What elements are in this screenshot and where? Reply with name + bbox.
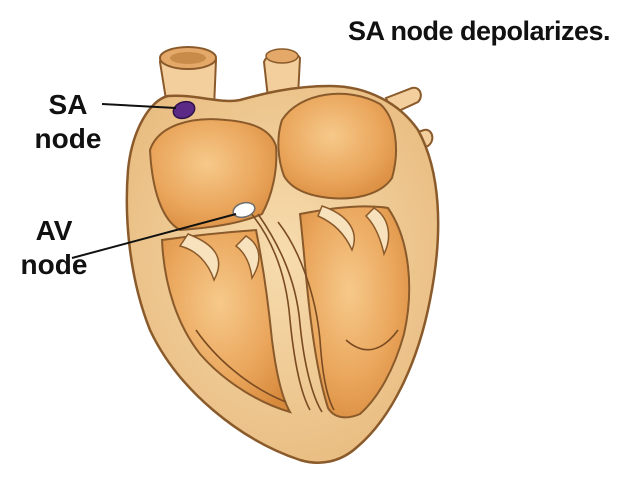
diagram-title: SA node depolarizes. xyxy=(348,16,611,46)
right-atrium-chamber xyxy=(148,118,278,232)
av-node-leader-line xyxy=(71,213,237,259)
sa-node-label-line1: SA xyxy=(48,89,88,120)
conduction-pathway xyxy=(195,211,399,413)
sa-node xyxy=(172,100,196,120)
av-node-label-line1: AV xyxy=(35,215,73,246)
av-node-label-line2: node xyxy=(20,249,88,280)
av-node xyxy=(232,201,256,219)
sa-node-leader-line xyxy=(101,103,177,109)
left-ventricle-chamber xyxy=(298,205,411,419)
av-node-label: AV node xyxy=(14,214,94,282)
sa-node-label-line2: node xyxy=(34,123,102,154)
right-ventricle-chamber xyxy=(160,228,293,414)
sa-node-label: SA node xyxy=(28,88,108,156)
valve-flaps xyxy=(178,205,390,282)
left-atrium-chamber xyxy=(277,92,397,200)
